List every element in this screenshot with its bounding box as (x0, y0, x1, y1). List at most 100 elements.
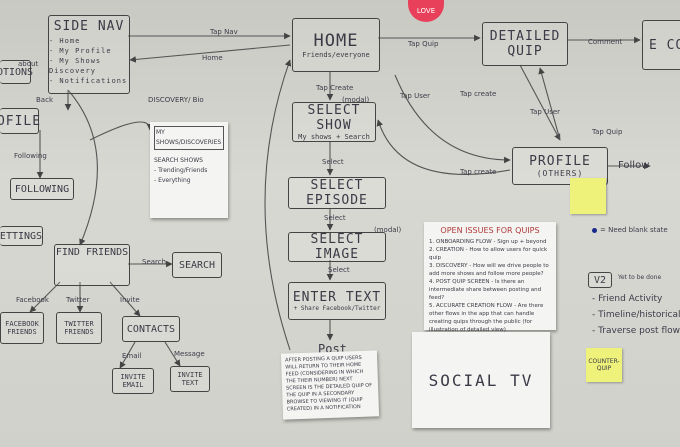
home-subtitle: Friends/everyone (302, 51, 370, 59)
edge-label: (modal) (374, 226, 402, 234)
side-nav-item: - My Shows Discovery (49, 57, 102, 75)
edge-box-label: E CO (649, 37, 680, 53)
following-node[interactable]: FOLLOWING (10, 178, 74, 200)
find-friends-title: FIND FRIENDS (55, 247, 129, 258)
legend-text: = Need blank state (600, 226, 668, 234)
select-image-node[interactable]: SELECT IMAGE (288, 232, 386, 262)
edge-label: Invite (120, 296, 140, 304)
profile-node[interactable]: OFILE (0, 108, 42, 134)
love-label: LOVE (416, 7, 436, 15)
enter-text-subtitle: + Share Facebook/Twitter (293, 305, 381, 312)
v2-box: V2 (588, 272, 612, 288)
open-issue-item: 4. POST QUIP SCREEN - Is there an interm… (429, 279, 542, 301)
select-episode-node[interactable]: SELECT EPISODE (288, 177, 386, 209)
select-show-node[interactable]: SELECT SHOW My shows + Search (292, 102, 376, 142)
v2-title: V2 (593, 274, 607, 286)
open-issue-item: 2. CREATION - How to allow users for qui… (429, 247, 548, 261)
select-show-title: SELECT SHOW (307, 103, 361, 133)
love-heart: LOVE (408, 0, 444, 22)
side-nav-items: - Home - My Profile - My Shows Discovery… (49, 36, 129, 86)
facebook-friends-node[interactable]: FACEBOOK FRIENDS (0, 312, 44, 344)
side-nav-item: - Home (49, 37, 81, 45)
search-shows-item: - Everything (154, 177, 191, 184)
search-shows-title: SEARCH SHOWS (154, 157, 203, 164)
open-issue-item: 3. DISCOVERY - How will we drive people … (429, 263, 549, 277)
home-title: HOME (313, 31, 359, 51)
edge-label: about (18, 60, 39, 68)
select-show-subtitle: My shows + Search (298, 133, 370, 141)
options-label: OTIONS (0, 66, 34, 78)
select-episode-title: SELECT EPISODE (306, 178, 368, 208)
post-note-sheet: AFTER POSTING A QUIP USERS WILL RETURN T… (280, 350, 380, 420)
select-image-title: SELECT IMAGE (310, 232, 364, 262)
edge-label: Twitter (66, 296, 90, 304)
invite-text-title: INVITE TEXT (177, 371, 203, 387)
side-nav-title: SIDE NAV (53, 19, 125, 34)
open-issue-item: 1. ONBOARDING FLOW - Sign up + beyond (429, 239, 547, 245)
invite-text-node[interactable]: INVITE TEXT (170, 366, 210, 392)
v2-item: - Traverse post flow (592, 326, 680, 336)
legend-dot (592, 228, 597, 233)
twitter-friends-title: TWITTER FRIENDS (64, 320, 94, 336)
edge-label: Tap Create (316, 84, 354, 92)
detailed-quip-title: DETAILED QUIP (489, 29, 561, 59)
edge-box-node[interactable]: E CO (642, 20, 680, 70)
social-tv-sheet: SOCIAL TV (412, 332, 550, 428)
social-tv-title: SOCIAL TV (428, 370, 534, 390)
edge-label: Email (122, 352, 142, 360)
detailed-quip-node[interactable]: DETAILED QUIP (482, 22, 568, 66)
profile-others-title: PROFILE (529, 154, 591, 169)
search-title: SEARCH (178, 259, 216, 271)
contacts-node[interactable]: CONTACTS (122, 316, 180, 342)
edge-label: Tap create (460, 168, 497, 176)
edge-label: Facebook (16, 296, 49, 304)
side-nav-item: - My Profile (49, 47, 112, 55)
search-node[interactable]: SEARCH (172, 252, 222, 278)
edge-label: Select (328, 266, 350, 274)
contacts-title: CONTACTS (126, 323, 176, 335)
following-title: FOLLOWING (14, 183, 70, 195)
follow-label: Follow (618, 160, 650, 171)
v2-item: - Friend Activity (592, 294, 663, 304)
open-issues-title: OPEN ISSUES FOR QUIPS (440, 226, 540, 235)
sticky-note (570, 178, 606, 214)
home-node[interactable]: HOME Friends/everyone (292, 18, 380, 72)
my-shows-sheet: MY SHOWS/DISCOVERIES SEARCH SHOWS - Tren… (150, 122, 228, 218)
edge-label: Select (322, 158, 344, 166)
v2-item: - Timeline/historical View (592, 310, 680, 320)
open-issues-sheet: OPEN ISSUES FOR QUIPS 1. ONBOARDING FLOW… (424, 222, 556, 333)
facebook-friends-title: FACEBOOK FRIENDS (5, 320, 39, 336)
enter-text-title: ENTER TEXT (292, 290, 382, 305)
post-note-text: AFTER POSTING A QUIP USERS WILL RETURN T… (285, 354, 373, 413)
edge-label: Following (14, 152, 47, 160)
edge-label: DISCOVERY/ Bio (148, 96, 204, 104)
enter-text-node[interactable]: ENTER TEXT + Share Facebook/Twitter (288, 282, 386, 320)
side-nav-item: - Notifications (49, 77, 128, 85)
open-issue-item: 5. ACCURATE CREATION FLOW - Are there ot… (429, 303, 544, 333)
edge-label: Tap Quip (592, 128, 623, 136)
edge-label: Back (36, 96, 53, 104)
my-shows-title: MY SHOWS/DISCOVERIES (154, 126, 224, 150)
profile-others-subtitle: (OTHERS) (536, 169, 584, 178)
invite-email-title: INVITE EMAIL (120, 373, 146, 389)
edge-label: Home (202, 54, 223, 62)
edge-label: Message (174, 350, 205, 358)
edge-label: Tap create (460, 90, 497, 98)
twitter-friends-node[interactable]: TWITTER FRIENDS (56, 312, 102, 344)
invite-email-node[interactable]: INVITE EMAIL (112, 368, 154, 394)
settings-node[interactable]: ETTINGS (0, 226, 43, 246)
edge-label: (modal) (342, 96, 370, 104)
edge-label: Search (142, 258, 167, 266)
v2-note: Yet to be done (618, 274, 662, 281)
profile-title: OFILE (0, 113, 42, 129)
side-nav-node[interactable]: SIDE NAV - Home - My Profile - My Shows … (48, 15, 130, 94)
options-node[interactable]: OTIONS (0, 60, 34, 84)
profile-others-node[interactable]: PROFILE (OTHERS) (512, 147, 608, 185)
counter-quip-label: COUNTER-QUIP (588, 358, 620, 372)
find-friends-node[interactable]: FIND FRIENDS (54, 244, 130, 286)
search-shows-item: - Trending/Friends (154, 167, 208, 174)
edge-label: Comment (588, 38, 623, 46)
edge-label: Tap Nav (210, 28, 238, 36)
edge-label: Tap User (400, 92, 431, 100)
